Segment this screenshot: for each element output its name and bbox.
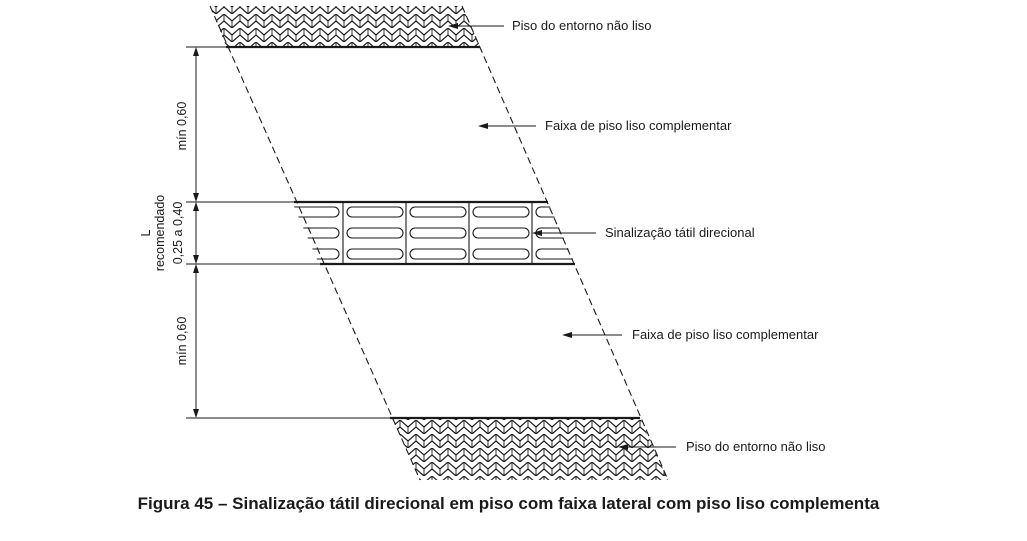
label-tactile-signage: Sinalização tátil direcional [605, 225, 755, 240]
dimension-labels: mín 0,60 L recomendado 0,25 a 0,40 mín 0… [139, 102, 189, 366]
dim-lower-min: mín 0,60 [175, 317, 189, 366]
label-rough-floor-bottom: Piso do entorno não liso [686, 439, 825, 454]
dim-middle-range: 0,25 a 0,40 [171, 202, 185, 265]
label-smooth-band-upper: Faixa de piso liso complementar [545, 118, 732, 133]
dim-upper-min: mín 0,60 [175, 102, 189, 151]
dim-middle-l: L [139, 229, 153, 236]
rough-floor-bottom [390, 416, 668, 480]
path-boundaries [209, 5, 669, 481]
dim-middle-recomendado: recomendado [153, 195, 167, 271]
label-smooth-band-lower: Faixa de piso liso complementar [632, 327, 819, 342]
figure-caption: Figura 45 – Sinalização tátil direcional… [137, 494, 880, 513]
dimension-lines [193, 47, 199, 418]
leader-arrows [448, 23, 676, 450]
label-rough-floor-top: Piso do entorno não liso [512, 18, 651, 33]
extension-lines [186, 46, 390, 419]
rough-floor-top [210, 6, 480, 49]
